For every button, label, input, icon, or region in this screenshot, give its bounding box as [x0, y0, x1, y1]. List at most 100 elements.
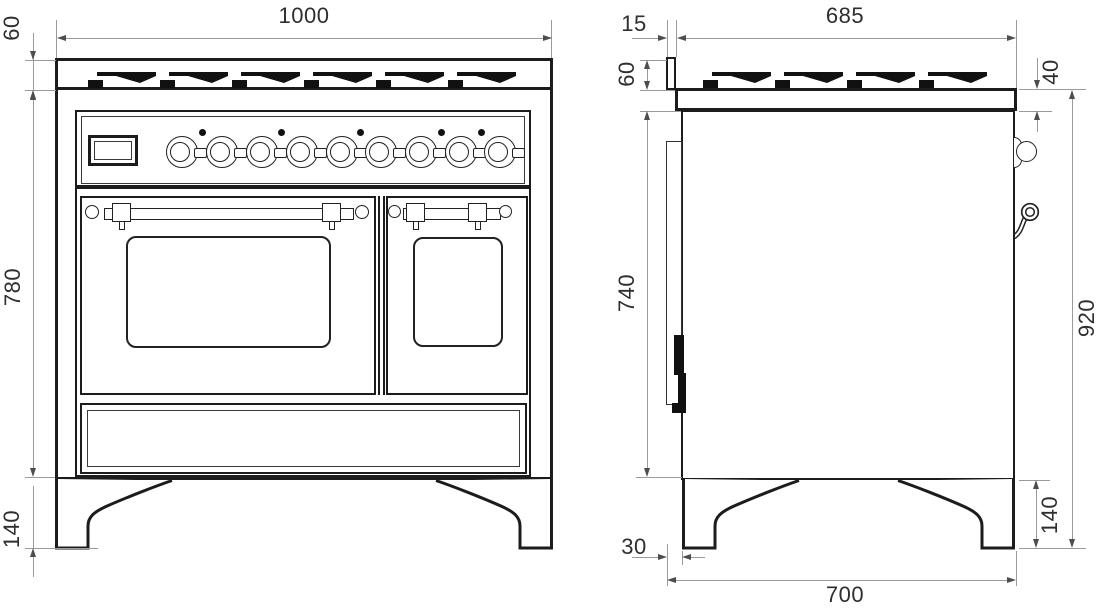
arrowhead [30, 548, 36, 557]
dim-line-tail [1037, 120, 1038, 132]
dim-side-backguard-height: 60 [614, 61, 639, 87]
dim-side-front-panel-height: 740 [614, 273, 639, 313]
side-cooktop-grates [703, 72, 987, 88]
handle-bracket-peg [119, 221, 125, 230]
door-divider [378, 196, 385, 395]
dim-line-140 [33, 486, 34, 548]
dim-line-60 [33, 33, 34, 60]
ext-line [25, 548, 98, 549]
dim-front-body-height: 780 [0, 267, 25, 307]
control-panel-bottom-edge [77, 185, 529, 189]
storage-drawer-inner-line [87, 410, 520, 467]
burner-knob [405, 136, 446, 168]
burner-knob [166, 136, 207, 168]
dim-side-rear-foot-inset: 30 [621, 534, 647, 559]
dim-side-overall-height: 920 [1074, 298, 1099, 338]
handle-end-cap [388, 205, 401, 218]
arrowhead [1033, 480, 1039, 489]
indicator-dot [278, 129, 285, 136]
dim-front-overall-width: 1000 [278, 3, 330, 28]
dim-line-60s [647, 69, 648, 82]
dim-side-worktop-thickness: 40 [1038, 59, 1063, 85]
side-rear-foot [682, 479, 800, 550]
ext-line [676, 20, 677, 57]
dim-line-tail [691, 557, 705, 558]
arrowhead [667, 577, 676, 583]
ext-line [25, 477, 55, 478]
indicator-dot [478, 129, 485, 136]
main-door-handle-rail [104, 208, 354, 220]
ext-line [56, 20, 57, 58]
handle-bracket [112, 203, 131, 222]
ext-line [25, 90, 56, 91]
ext-line [636, 477, 682, 478]
arrowhead [682, 554, 691, 560]
dim-line-140s [1036, 489, 1037, 539]
arrowhead [644, 81, 650, 90]
arrowhead [644, 111, 650, 120]
arrowhead [57, 35, 66, 41]
arrowhead [30, 51, 36, 60]
handle-end-cap [85, 205, 99, 219]
front-cooktop-grates [88, 72, 516, 88]
arrowhead [1069, 539, 1075, 548]
arrowhead [658, 35, 667, 41]
arrowhead [1034, 111, 1040, 120]
dim-line-780 [33, 100, 34, 468]
burner-knob [206, 136, 247, 168]
arrowhead [30, 91, 36, 100]
dim-line-40 [1037, 58, 1038, 80]
ext-line [640, 111, 681, 112]
ext-line [1019, 548, 1086, 549]
dim-line-1000 [66, 38, 543, 39]
handle-end-cap [499, 205, 512, 218]
dim-side-cooktop-depth: 685 [825, 3, 865, 28]
side-body-outline [681, 110, 1015, 480]
side-backguard [666, 57, 676, 90]
ext-line [1016, 20, 1017, 88]
arrowhead [1033, 539, 1039, 548]
indicator-dot [357, 129, 364, 136]
ext-line [1016, 551, 1017, 586]
rear-gas-connector [672, 403, 686, 413]
arrowhead [677, 35, 686, 41]
arrowhead [30, 468, 36, 477]
dim-front-cooktop-height: 60 [0, 15, 24, 41]
arrowhead [1007, 35, 1016, 41]
ext-line [25, 60, 56, 61]
burner-knob [484, 136, 525, 168]
dim-line-740 [647, 120, 648, 469]
oven-display-screen [94, 141, 132, 160]
ext-line [667, 20, 668, 57]
handle-bracket-peg [329, 221, 335, 230]
oven-display [88, 135, 138, 166]
handle-bracket [406, 203, 425, 222]
front-left-foot [55, 479, 173, 550]
dim-line-15 [632, 38, 658, 39]
burner-knob [365, 136, 406, 168]
ext-line [1019, 89, 1086, 90]
side-front-foot [897, 479, 1015, 550]
indicator-dot [199, 129, 206, 136]
main-oven-window [126, 236, 331, 348]
handle-end-cap [355, 205, 369, 219]
dim-side-rear-clearance: 15 [621, 11, 647, 36]
arrowhead [644, 60, 650, 69]
small-oven-window [413, 237, 503, 347]
burner-knob [445, 136, 486, 168]
arrowhead [1034, 80, 1040, 89]
dim-line-60 [33, 60, 34, 90]
burner-knob [246, 136, 287, 168]
dim-line-920 [1072, 99, 1073, 539]
indicator-dot [438, 129, 445, 136]
arrowhead [1069, 90, 1075, 99]
dim-line-700 [676, 580, 1007, 581]
arrowhead [543, 35, 552, 41]
ext-line [640, 60, 667, 61]
handle-bracket [322, 203, 341, 222]
rear-gas-connector [674, 335, 684, 375]
dim-side-base-depth: 700 [825, 582, 865, 607]
front-cooktop-front-edge [55, 87, 553, 90]
handle-bracket [468, 203, 487, 222]
burner-knob [286, 136, 327, 168]
